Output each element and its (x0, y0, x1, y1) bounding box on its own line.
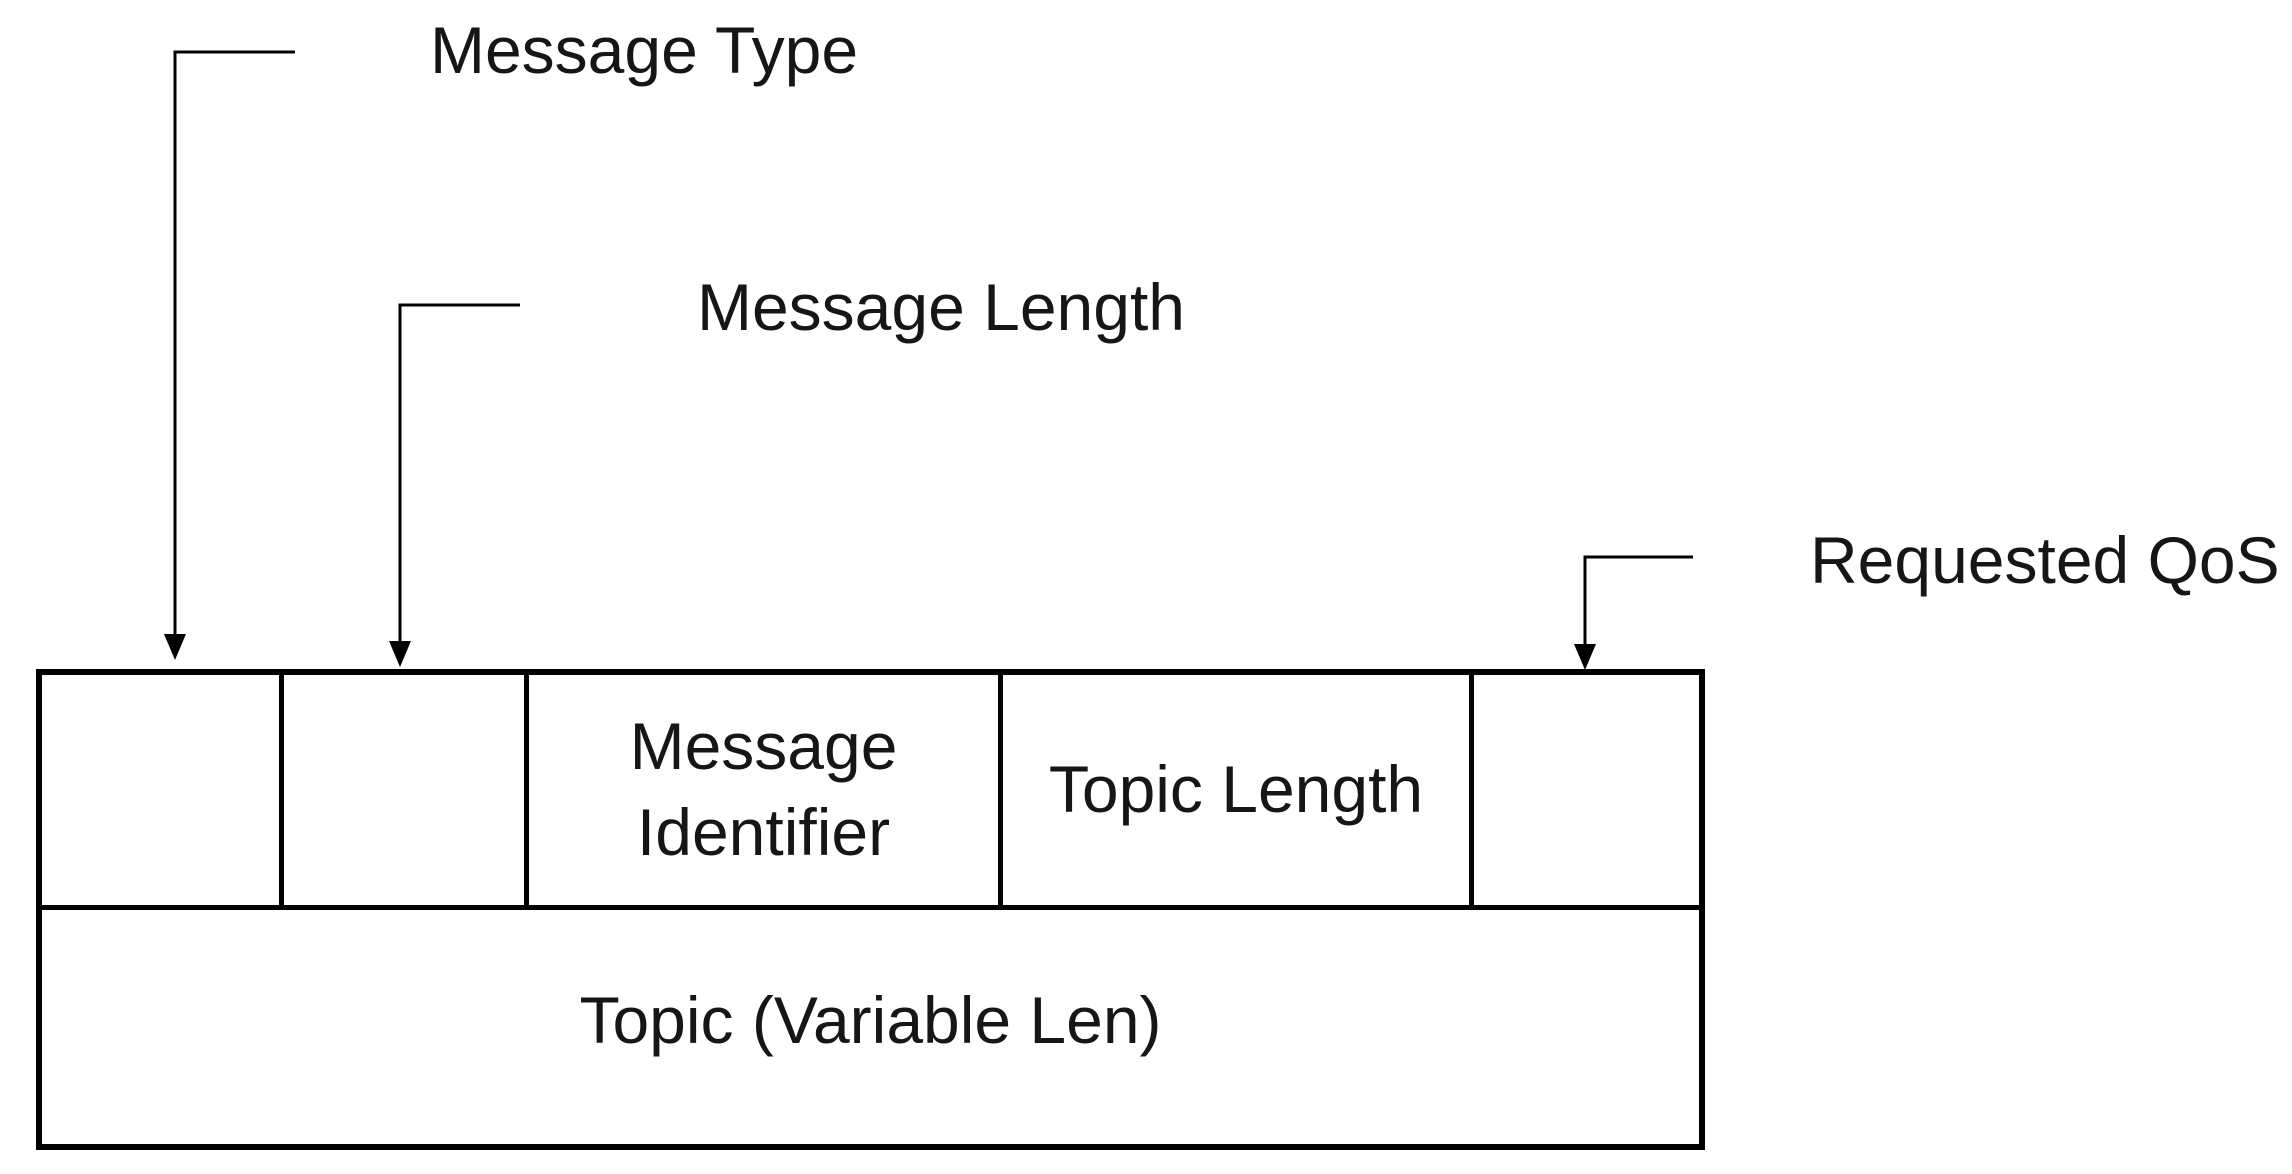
cell-topic-length-label: Topic Length (1048, 752, 1424, 827)
cell-message-identifier: Message Identifier (529, 675, 1003, 905)
arrow-down-icon (389, 641, 411, 667)
callout-requested-qos: Requested QoS (1810, 523, 2280, 597)
callout-message-length: Message Length (697, 270, 1186, 344)
callout-message-type: Message Type (430, 13, 859, 87)
cell-message-type (42, 675, 284, 905)
requested-qos-leader (1574, 555, 1693, 670)
cell-message-length (284, 675, 529, 905)
requested-qos-leader-line (1583, 555, 1693, 648)
cell-topic-length: Topic Length (1003, 675, 1474, 905)
cell-message-identifier-label: Message Identifier (629, 709, 898, 869)
cell-topic-variable-len-label: Topic (Variable Len) (579, 983, 1162, 1058)
message-type-leader-line (173, 50, 295, 638)
arrow-down-icon (1574, 644, 1596, 670)
message-type-leader (164, 50, 295, 660)
arrow-down-icon (164, 634, 186, 660)
packet-header-row: Message Identifier Topic Length (42, 675, 1699, 910)
packet-table: Message Identifier Topic Length Topic (V… (36, 669, 1705, 1150)
cell-topic-variable-len: Topic (Variable Len) (42, 910, 1699, 1144)
cell-requested-qos (1474, 675, 1699, 905)
message-length-leader (389, 303, 520, 667)
message-length-leader-line (398, 303, 520, 645)
